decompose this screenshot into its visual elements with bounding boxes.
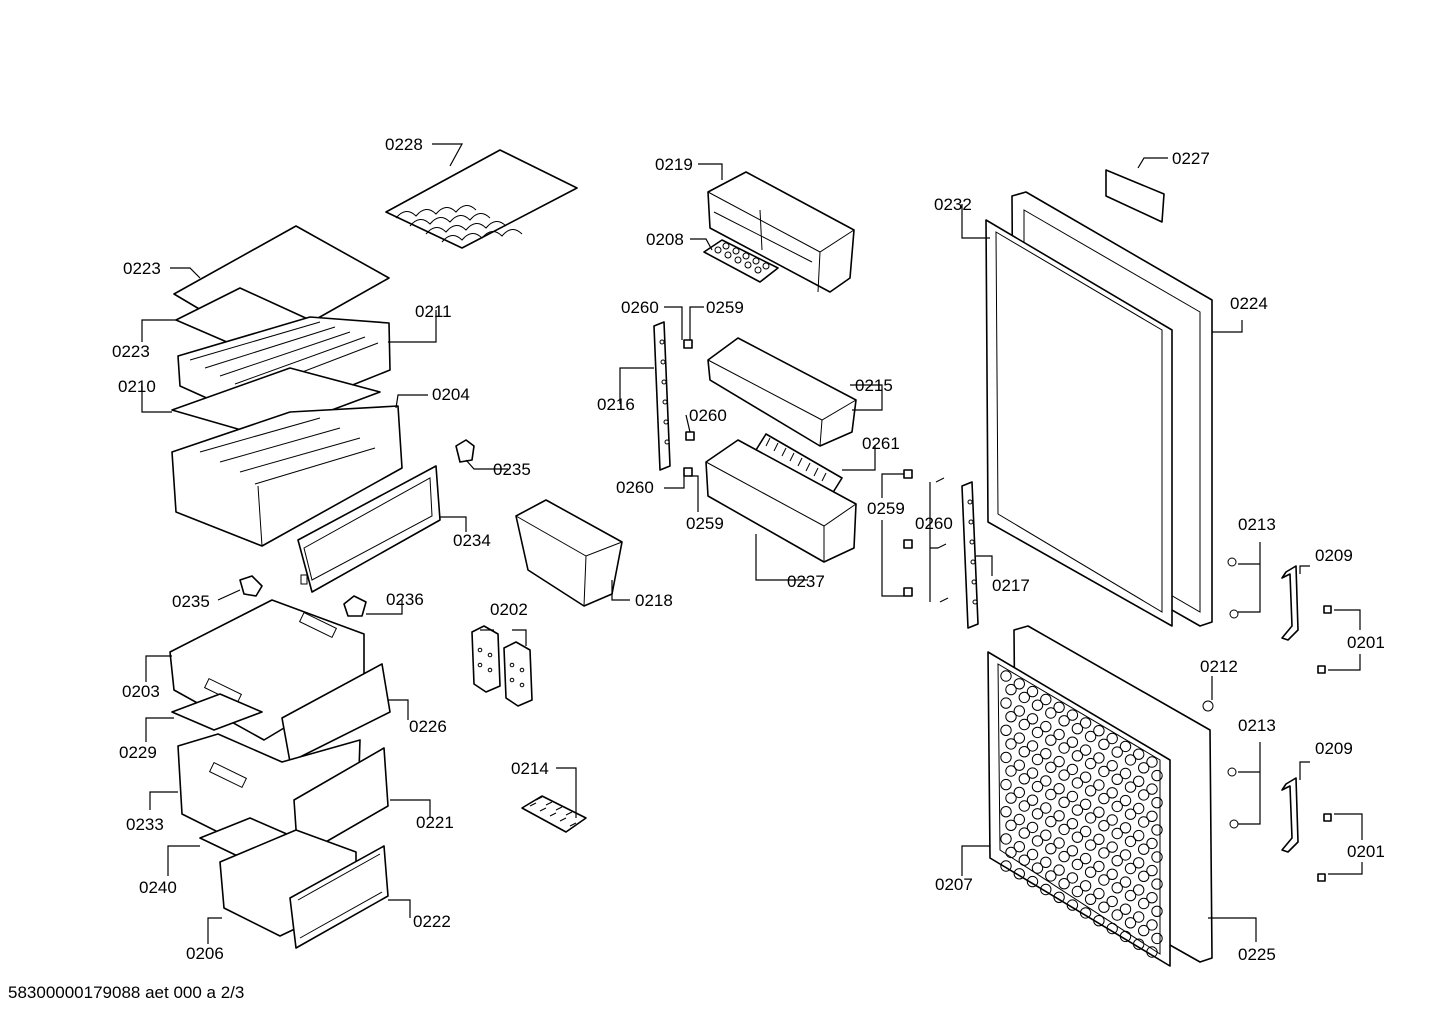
part-labels: 0228 0219 0227 0208 0232 0223 0223 0211 … [112,135,1385,964]
ice-tray-part [521,795,587,833]
label-0217: 0217 [992,576,1030,595]
label-0228: 0228 [385,135,423,154]
egg-tray-part [703,239,779,283]
clip-part-0235-upper [455,439,475,463]
label-0206: 0206 [186,944,224,963]
screw-parts [935,477,949,603]
label-0209-upper: 0209 [1315,546,1353,565]
wine-rack-part [385,149,578,249]
storage-box-part [515,499,623,607]
label-0203: 0203 [122,682,160,701]
door-handle-part-upper [1281,565,1299,641]
cap-part-lower-2 [1317,873,1326,882]
label-0234: 0234 [453,531,491,550]
door-rail-part-right [961,481,979,629]
label-0227: 0227 [1172,149,1210,168]
label-0259-a: 0259 [706,298,744,317]
label-0236: 0236 [386,590,424,609]
large-drawer-part [171,405,403,547]
label-0237: 0237 [787,572,825,591]
label-0235-lower: 0235 [172,592,210,611]
cap-part-lower-1 [1323,813,1332,822]
drawer-front-part [297,465,441,593]
fridge-gasket-part [985,219,1173,627]
shelf-plate-part [171,367,381,437]
drawer-front-part-0226 [281,663,391,763]
label-0201-upper: 0201 [1347,633,1385,652]
label-0215: 0215 [855,376,893,395]
label-0213-upper: 0213 [1238,515,1276,534]
butter-compartment-part [707,171,855,293]
label-0260-a: 0260 [621,298,659,317]
label-0214: 0214 [511,759,549,778]
label-0225: 0225 [1238,945,1276,964]
drawer-front-part-0222 [289,845,389,949]
clip-part-0235-lower [239,575,263,597]
label-0202: 0202 [490,600,528,619]
label-0210: 0210 [118,377,156,396]
label-0240: 0240 [139,878,177,897]
label-0213-lower: 0213 [1238,716,1276,735]
label-0219: 0219 [655,155,693,174]
label-0232: 0232 [934,195,972,214]
cap-part-upper-2 [1317,665,1326,674]
label-0261: 0261 [862,434,900,453]
label-0260-c: 0260 [616,478,654,497]
door-shelf-part-lower [705,439,857,563]
door-liner-pattern [1000,670,1163,958]
label-0212: 0212 [1200,657,1238,676]
drawer-divider-part [171,693,263,731]
label-0235-upper: 0235 [493,460,531,479]
fastener-parts-right [903,469,913,597]
label-0259-b: 0259 [686,514,724,533]
drawing-reference: 58300000179088 aet 000 a 2/3 [8,983,244,1002]
label-0233: 0233 [126,815,164,834]
label-0224: 0224 [1230,294,1268,313]
label-0223-upper: 0223 [123,259,161,278]
door-rail-part-left [653,321,671,471]
hinge-screw-parts-upper [1227,557,1239,619]
label-0216: 0216 [597,395,635,414]
cap-part-upper-1 [1323,605,1332,614]
label-0221: 0221 [416,813,454,832]
label-0259-c: 0259 [867,499,905,518]
rating-label-part [1105,169,1165,223]
label-0209-lower: 0209 [1315,739,1353,758]
label-0218: 0218 [635,591,673,610]
label-0208: 0208 [646,230,684,249]
label-0201-lower: 0201 [1347,842,1385,861]
label-0260-d: 0260 [915,514,953,533]
cold-pack-parts [471,625,533,707]
door-handle-part-lower [1281,777,1299,853]
label-0211: 0211 [415,302,452,321]
label-0260-b: 0260 [689,406,727,425]
door-shelf-part-upper [707,337,857,447]
label-0204: 0204 [432,385,470,404]
label-0226: 0226 [409,717,447,736]
leader-lines [141,143,1363,944]
label-0223-lower: 0223 [112,342,150,361]
label-0229: 0229 [119,743,157,762]
hinge-screw-parts-lower [1227,767,1239,829]
freezer-gasket-part [987,651,1171,967]
label-0222: 0222 [413,912,451,931]
clip-part-0236 [343,595,367,617]
label-0207: 0207 [935,875,973,894]
door-stopper-part [1202,700,1214,712]
